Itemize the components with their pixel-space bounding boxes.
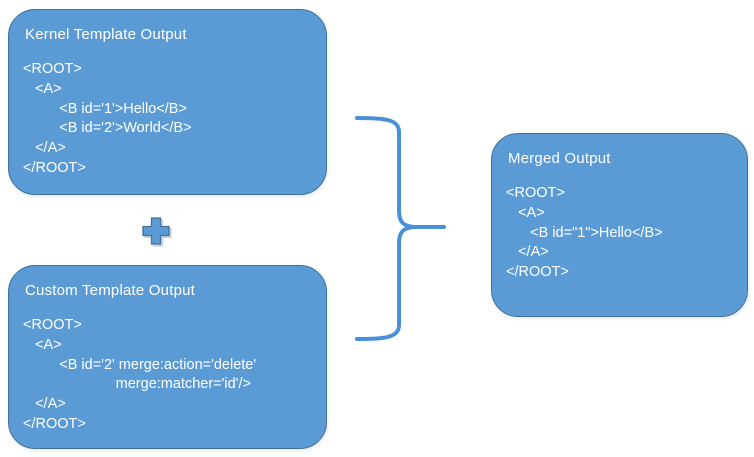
plus-icon: [142, 217, 170, 245]
kernel-box-title: Kernel Template Output: [25, 26, 187, 43]
custom-template-output-box: Custom Template Output <ROOT> <A> <B id=…: [8, 265, 327, 449]
merged-xml-code: <ROOT> <A> <B id="1">Hello</B> </A> </RO…: [506, 185, 663, 281]
merged-box-title: Merged Output: [508, 150, 611, 167]
kernel-xml-code: <ROOT> <A> <B id='1'>Hello</B> <B id='2'…: [23, 61, 192, 176]
custom-box-title: Custom Template Output: [25, 282, 196, 299]
custom-xml-code: <ROOT> <A> <B id='2' merge:action='delet…: [23, 317, 257, 432]
merged-output-box: Merged Output <ROOT> <A> <B id="1">Hello…: [491, 133, 748, 317]
kernel-template-output-box: Kernel Template Output <ROOT> <A> <B id=…: [8, 9, 327, 195]
curly-brace-icon: [355, 116, 446, 341]
